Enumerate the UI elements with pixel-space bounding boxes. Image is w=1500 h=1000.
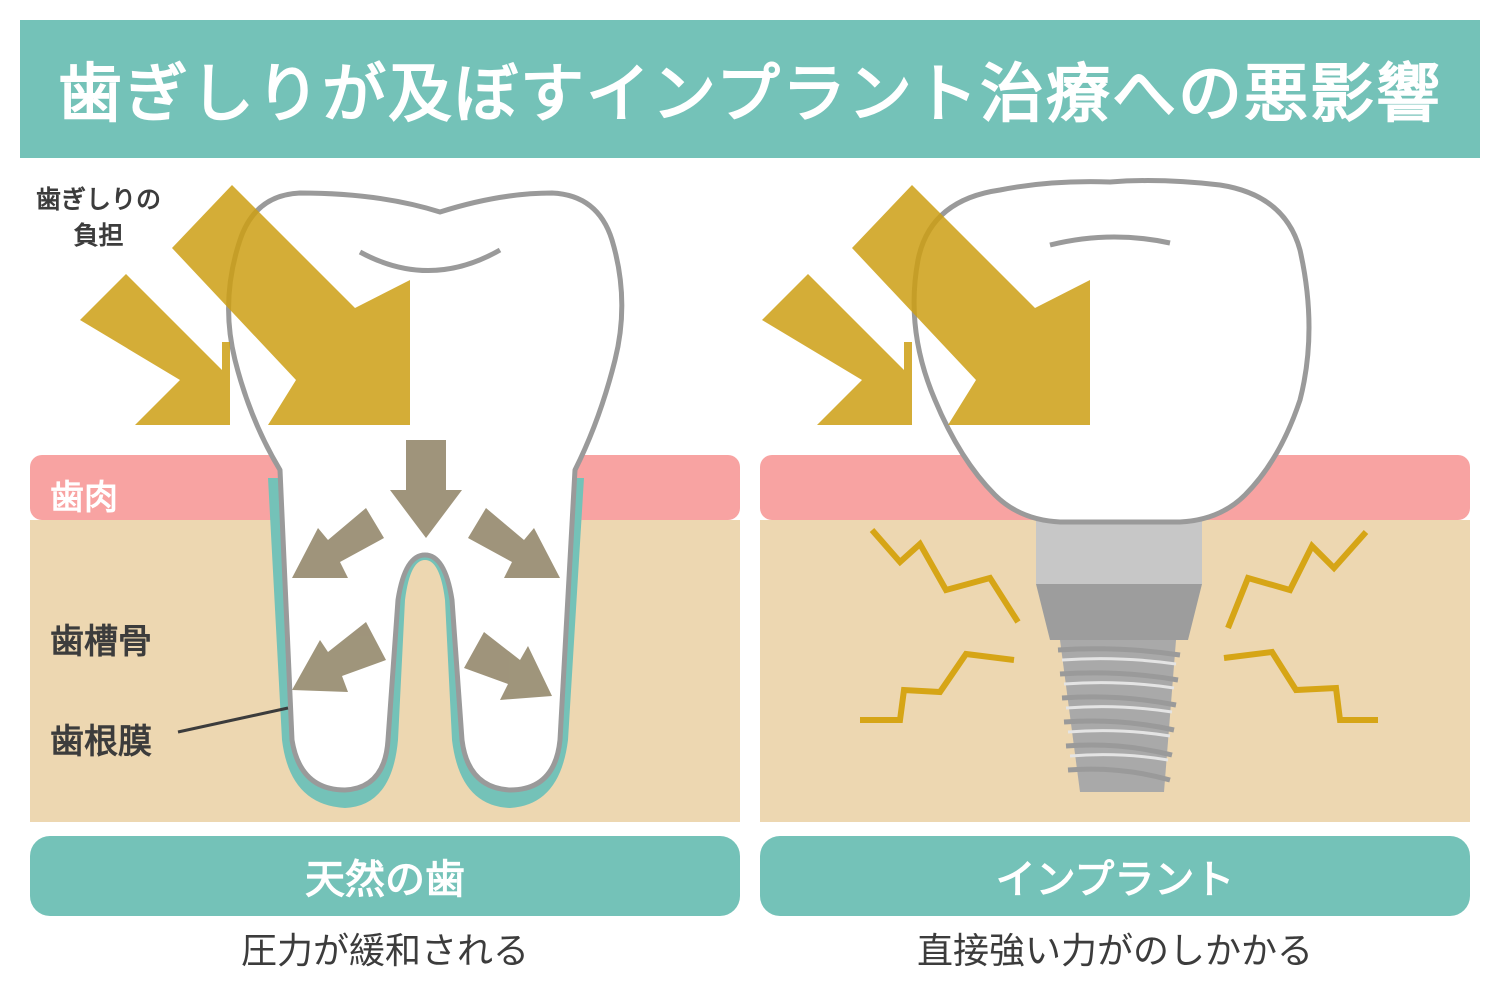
grinding-load-label-line2: 負担 xyxy=(73,221,124,250)
implant-heading: インプラント xyxy=(995,857,1235,903)
force-arrow-small-right xyxy=(762,274,912,425)
pressure-arrow-lower-left xyxy=(292,622,386,692)
pdl-leader-line xyxy=(177,706,289,734)
periodontal-ligament-label: 歯根膜 xyxy=(50,722,152,762)
force-arrow-large-right xyxy=(852,185,1090,425)
natural-tooth-heading-pill: 天然の歯 xyxy=(30,836,740,916)
stress-line-upper-left xyxy=(869,528,1021,624)
force-arrow-large-left xyxy=(172,185,410,425)
pressure-arrow-upper-right xyxy=(468,508,560,578)
alveolar-bone-label: 歯槽骨 xyxy=(50,622,152,662)
implant-collar xyxy=(1036,584,1202,640)
tooth-groove-left xyxy=(358,247,502,273)
implant-fixture xyxy=(1036,520,1202,792)
stress-line-lower-right xyxy=(1223,648,1378,723)
abutment xyxy=(1036,520,1202,584)
natural-tooth-caption: 圧力が緩和される xyxy=(240,931,529,972)
implant-panel xyxy=(760,178,1470,822)
title-banner: 歯ぎしりが及ぼすインプラント治療への悪影響 xyxy=(20,20,1480,158)
natural-tooth-panel xyxy=(30,185,740,822)
pressure-arrow-lower-right xyxy=(464,632,552,700)
stress-line-upper-right xyxy=(1225,530,1369,630)
natural-tooth-heading: 天然の歯 xyxy=(305,857,465,903)
grinding-load-label: 歯ぎしりの 負担 xyxy=(36,182,161,254)
pressure-arrows xyxy=(292,440,560,700)
implant-crown xyxy=(911,178,1312,525)
pressure-arrow-down xyxy=(390,440,462,538)
crown-groove xyxy=(1049,234,1171,248)
pressure-arrow-upper-left xyxy=(292,508,384,578)
stress-lines xyxy=(860,528,1378,723)
implant-heading-pill: インプラント xyxy=(760,836,1470,916)
page-title: 歯ぎしりが及ぼすインプラント治療への悪影響 xyxy=(57,58,1443,132)
implant-caption: 直接強い力がのしかかる xyxy=(916,931,1313,972)
grinding-load-label-line1: 歯ぎしりの xyxy=(36,185,162,214)
force-arrow-small-left xyxy=(80,274,230,425)
gum-label: 歯肉 xyxy=(50,478,118,518)
stress-line-lower-left xyxy=(860,650,1015,723)
